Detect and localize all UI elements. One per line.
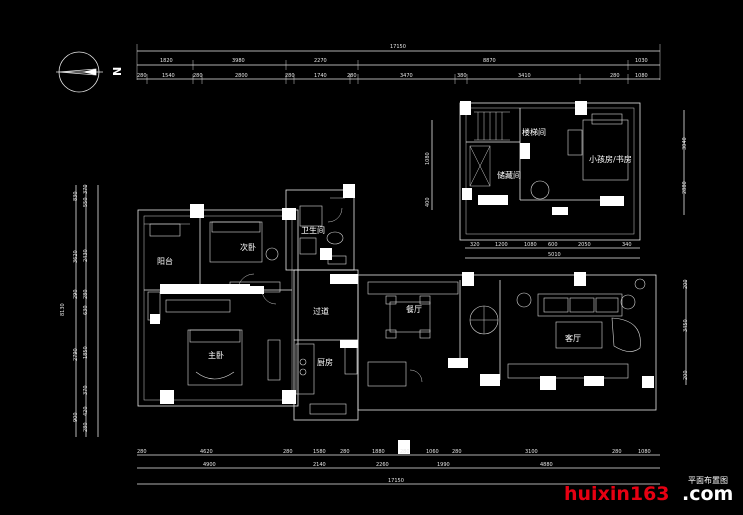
dim-bottom-low-5: 280 bbox=[340, 449, 350, 455]
north-label: N bbox=[111, 67, 124, 76]
dim-top-mid-5: 1030 bbox=[635, 58, 648, 64]
dim-left-low-9: 280 bbox=[83, 422, 89, 432]
dim-left-low-1: 370 bbox=[83, 184, 89, 194]
dim-right-low-3: 200 bbox=[683, 370, 689, 380]
dim-top-low-12: 1080 bbox=[635, 73, 648, 79]
dim-upper-bottom-6: 340 bbox=[622, 242, 632, 248]
dim-top-low-8: 3470 bbox=[400, 73, 413, 79]
dim-top-mid-4: 8870 bbox=[483, 58, 496, 64]
dim-bottom-low-8: 1060 bbox=[426, 449, 439, 455]
room-stairs: 楼梯间 bbox=[522, 127, 546, 137]
room-balcony: 阳台 bbox=[157, 256, 173, 266]
dim-left-low-7: 370 bbox=[83, 385, 89, 395]
watermark-brand: huixin163 bbox=[564, 483, 670, 505]
top-dimensions: 17150 1820 3980 2270 8870 1030 280 1540 … bbox=[136, 44, 661, 84]
upper-block: 楼梯间 小孩房/书房 储藏间 3040 2880 1080 400 320 12… bbox=[425, 101, 688, 259]
dim-left-low-3: 2430 bbox=[83, 249, 89, 262]
dim-top-low-3: 280 bbox=[193, 73, 203, 79]
dim-upper-bottom-total: 5010 bbox=[548, 252, 561, 258]
dim-top-low-4: 2800 bbox=[235, 73, 248, 79]
dim-top-total: 17150 bbox=[390, 44, 406, 50]
dim-upper-bottom-3: 1080 bbox=[524, 242, 537, 248]
dim-bottom-low-1: 280 bbox=[137, 449, 147, 455]
watermark: 平面布置图 huixin163 .com bbox=[564, 475, 733, 505]
dim-left-low-6: 1850 bbox=[83, 346, 89, 359]
dim-bottom-low-2: 4620 bbox=[200, 449, 213, 455]
dim-left-low-8: 420 bbox=[83, 406, 89, 416]
dim-left-mid-4: 2790 bbox=[73, 348, 79, 361]
dim-bottom-low-10: 3100 bbox=[525, 449, 538, 455]
dim-left-total: 8130 bbox=[60, 303, 66, 316]
dim-bottom-mid-5: 4880 bbox=[540, 462, 553, 468]
main-block: 阳台 次卧 卫生间 过道 餐厅 主卧 厨房 客厅 200 3450 200 bbox=[137, 184, 689, 454]
dim-left-mid-3: 290 bbox=[73, 289, 79, 299]
room-kids-study: 小孩房/书房 bbox=[589, 154, 632, 164]
dim-top-mid-3: 2270 bbox=[314, 58, 327, 64]
dim-bottom-mid-1: 4900 bbox=[203, 462, 216, 468]
dim-top-low-1: 280 bbox=[137, 73, 147, 79]
dim-left-mid-1: 830 bbox=[73, 191, 79, 201]
dim-right-low-2: 3450 bbox=[683, 319, 689, 332]
dim-upper-bottom-4: 600 bbox=[548, 242, 558, 248]
dim-top-low-10: 3410 bbox=[518, 73, 531, 79]
dim-left-low-4: 280 bbox=[83, 289, 89, 299]
dim-left-mid-2: 3620 bbox=[73, 250, 79, 263]
dim-left-low-5: 630 bbox=[83, 305, 89, 315]
dim-bottom-mid-3: 2260 bbox=[376, 462, 389, 468]
dim-top-mid-1: 1820 bbox=[160, 58, 173, 64]
dim-bottom-mid-2: 2140 bbox=[313, 462, 326, 468]
dim-top-low-7: 280 bbox=[347, 73, 357, 79]
dim-bottom-low-4: 1580 bbox=[313, 449, 326, 455]
dim-upper-bottom-1: 320 bbox=[470, 242, 480, 248]
dim-upper-bottom-2: 1200 bbox=[495, 242, 508, 248]
room-kitchen: 厨房 bbox=[317, 357, 333, 367]
dim-top-low-11: 280 bbox=[610, 73, 620, 79]
dim-bottom-low-7: 280 bbox=[400, 449, 410, 455]
dim-left-low-2: 550 bbox=[83, 197, 89, 207]
dim-top-low-5: 280 bbox=[285, 73, 295, 79]
dim-left-mid-5: 900 bbox=[73, 412, 79, 422]
north-arrow: N bbox=[56, 51, 124, 93]
dim-upper-left-2: 400 bbox=[425, 197, 431, 207]
room-corridor: 过道 bbox=[313, 306, 329, 316]
dim-bottom-total: 17150 bbox=[388, 478, 404, 484]
room-master-bedroom: 主卧 bbox=[208, 350, 224, 360]
watermark-caption: 平面布置图 bbox=[688, 475, 728, 485]
room-dining: 餐厅 bbox=[406, 305, 422, 314]
dim-top-low-9: 380 bbox=[457, 73, 467, 79]
dim-upper-bottom-5: 2050 bbox=[578, 242, 591, 248]
bottom-dimensions: 280 4620 280 1580 280 1880 280 1060 280 … bbox=[137, 449, 660, 485]
room-second-bedroom: 次卧 bbox=[240, 242, 256, 252]
left-dimensions: 8130 830 3620 290 2790 900 370 550 2430 … bbox=[60, 184, 99, 437]
room-storage: 储藏间 bbox=[497, 170, 521, 180]
dim-bottom-low-6: 1880 bbox=[372, 449, 385, 455]
dim-bottom-low-11: 280 bbox=[612, 449, 622, 455]
dim-upper-right-1: 3040 bbox=[682, 137, 688, 150]
watermark-brand-domain: .com bbox=[682, 483, 733, 505]
dim-upper-left-1: 1080 bbox=[425, 152, 431, 165]
dim-top-low-2: 1540 bbox=[162, 73, 175, 79]
dim-bottom-low-9: 280 bbox=[452, 449, 462, 455]
dim-upper-right-2: 2880 bbox=[682, 181, 688, 194]
room-living: 客厅 bbox=[565, 333, 581, 343]
dim-bottom-low-3: 280 bbox=[283, 449, 293, 455]
room-bathroom: 卫生间 bbox=[301, 225, 325, 235]
dim-top-low-6: 1740 bbox=[314, 73, 327, 79]
dim-bottom-low-12: 1080 bbox=[638, 449, 651, 455]
dim-right-low-1: 200 bbox=[683, 279, 689, 289]
dim-top-mid-2: 3980 bbox=[232, 58, 245, 64]
dim-bottom-mid-4: 1990 bbox=[437, 462, 450, 468]
